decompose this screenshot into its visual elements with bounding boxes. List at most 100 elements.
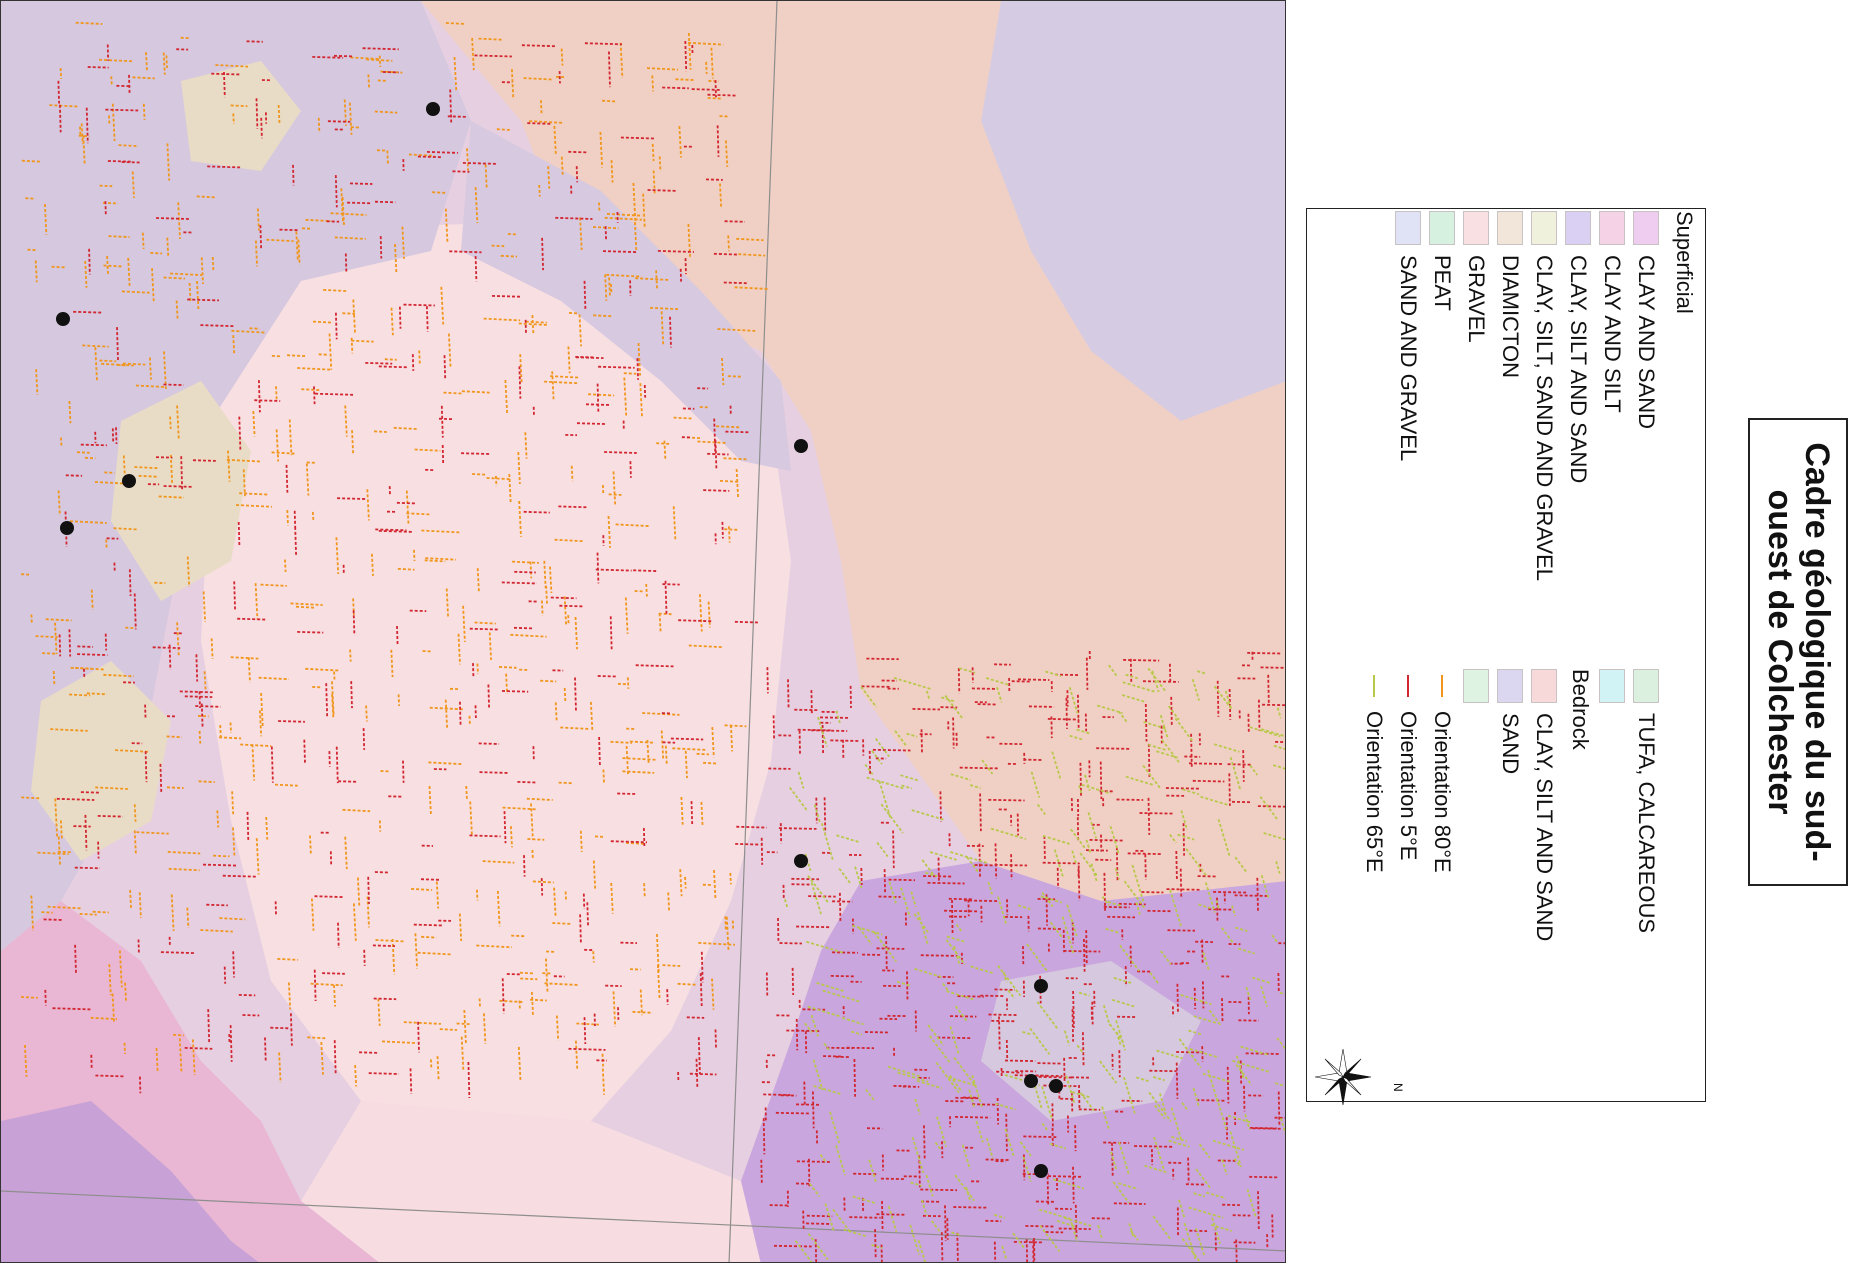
lineament: [254, 399, 281, 402]
lineament: [188, 282, 192, 303]
lineament: [320, 1042, 324, 1075]
lineament: [279, 228, 299, 232]
lineament: [474, 187, 479, 224]
lineament: [1215, 900, 1220, 909]
lineament: [57, 80, 60, 104]
lineament: [1101, 896, 1110, 907]
lineament: [163, 383, 184, 386]
lineament: [918, 1155, 921, 1188]
lineament: [519, 971, 534, 975]
lineament: [255, 240, 258, 267]
lineament: [669, 316, 672, 348]
north-label: N: [1391, 1083, 1405, 1092]
lineament: [892, 830, 895, 869]
lineament: [338, 780, 357, 783]
lineament: [1280, 1117, 1285, 1135]
lineament: [660, 311, 665, 346]
lineament: [386, 150, 389, 165]
lineament: [765, 972, 769, 997]
lineament: [138, 474, 159, 478]
lineament: [377, 998, 381, 1026]
lineament: [1198, 1143, 1211, 1159]
grid-line-vertical: [728, 1, 778, 1262]
lineament: [34, 260, 38, 283]
lineament: [58, 634, 62, 657]
lineament: [496, 890, 501, 927]
lineament: [1141, 891, 1164, 894]
lineament: [797, 728, 832, 732]
lineament: [1144, 703, 1148, 742]
lineament: [664, 745, 668, 765]
lineament: [849, 1216, 881, 1219]
lineament: [1151, 670, 1160, 693]
lineament: [912, 708, 941, 711]
lineament: [910, 1181, 923, 1187]
lineament: [1079, 762, 1082, 798]
lineament: [1235, 1239, 1238, 1262]
lineament: [1043, 835, 1046, 860]
lineament: [1063, 950, 1101, 953]
lineament: [1252, 976, 1271, 984]
lineament: [1116, 798, 1144, 801]
lineament: [342, 808, 371, 813]
lineament: [138, 892, 142, 919]
lineament: [705, 178, 723, 181]
lineament: [657, 250, 695, 253]
lineament: [459, 701, 462, 727]
lineament: [954, 1005, 968, 1022]
lineament: [471, 37, 475, 71]
lineament: [426, 306, 429, 332]
lineament: [953, 1206, 989, 1209]
lineament: [435, 881, 440, 909]
lineament: [216, 810, 220, 828]
lineament: [925, 1174, 934, 1197]
legend-swatch: [1497, 669, 1523, 703]
lineament: [303, 739, 306, 764]
lineament: [1111, 998, 1135, 1008]
lineament: [75, 667, 92, 670]
geology-map[interactable]: [0, 0, 1286, 1263]
lineament: [1134, 1145, 1173, 1148]
lineament: [604, 226, 607, 241]
lineament: [835, 710, 841, 724]
lineament: [812, 1091, 815, 1129]
map-canvas[interactable]: [1, 1, 1286, 1263]
lineament: [1191, 678, 1200, 701]
lineament: [843, 1228, 868, 1238]
lineament: [838, 867, 851, 884]
lineament: [472, 473, 486, 476]
lineament: [1101, 1106, 1110, 1130]
lineament: [476, 663, 479, 675]
lineament: [525, 320, 547, 324]
lineament: [881, 1200, 884, 1232]
lineament: [417, 1021, 420, 1053]
lineament: [791, 967, 795, 996]
building-cluster: [1024, 1074, 1038, 1088]
lineament: [1139, 812, 1174, 815]
compass-rose-icon: [1314, 1048, 1372, 1106]
lineament: [954, 1116, 991, 1119]
lineament: [104, 471, 115, 474]
lineament: [501, 690, 529, 693]
lineament: [937, 857, 940, 884]
lineament: [806, 940, 843, 954]
lineament: [227, 450, 231, 482]
lineament: [1103, 1141, 1130, 1144]
lineament: [1234, 894, 1269, 897]
lineament: [1277, 1091, 1281, 1127]
lineament: [1083, 938, 1086, 972]
lineament: [501, 978, 505, 1014]
lineament: [362, 728, 366, 750]
lineament: [550, 596, 577, 600]
lineament: [941, 696, 955, 703]
lineament: [1242, 750, 1245, 782]
lineament: [106, 44, 110, 61]
lineament: [42, 652, 58, 655]
lineament: [1118, 1141, 1130, 1176]
lineament: [596, 552, 600, 584]
lineament: [663, 440, 667, 461]
lineament: [467, 1061, 471, 1099]
lineament: [391, 938, 396, 975]
lineament: [893, 677, 933, 691]
lineament: [586, 902, 589, 927]
